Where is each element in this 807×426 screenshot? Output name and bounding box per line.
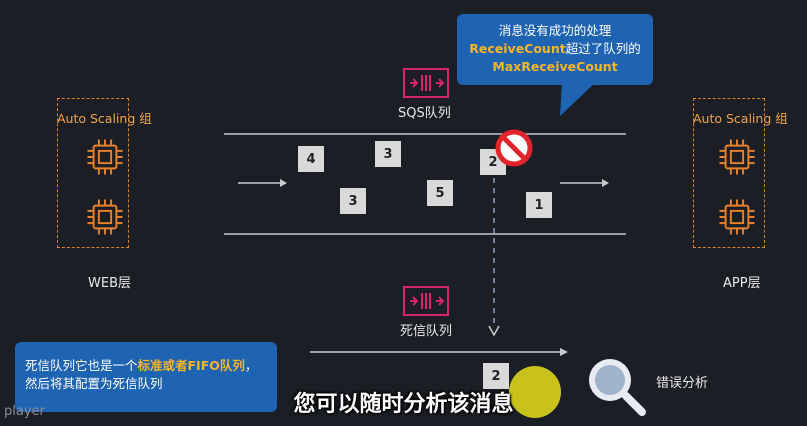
input-arrow-icon xyxy=(238,179,287,187)
queue-lane-top-line xyxy=(224,133,626,135)
sqs-queue-label: SQS队列 xyxy=(398,106,451,121)
top-callout-tail xyxy=(560,82,596,116)
dlq-message-2: 2 xyxy=(483,363,509,389)
video-subtitle: 您可以随时分析该消息 xyxy=(293,392,514,417)
app-chip-icon-2 xyxy=(719,199,755,235)
no-entry-icon xyxy=(495,129,533,167)
dlq-label: 死信队列 xyxy=(400,324,453,339)
top-callout-receivecount: ReceiveCount xyxy=(469,41,566,56)
message-3-bottom: 3 xyxy=(340,188,366,214)
app-chip-icon-1 xyxy=(719,139,755,175)
web-asg-label: Auto Scaling 组 xyxy=(57,111,152,126)
error-analysis-label: 错误分析 xyxy=(656,376,709,391)
bottom-callout-highlight: 标准或者FIFO队列 xyxy=(137,358,245,373)
message-5: 5 xyxy=(427,180,453,206)
app-asg-label: Auto Scaling 组 xyxy=(693,111,788,126)
bottom-callout-part3: ，然后将其配置为死信队列 xyxy=(25,358,258,391)
dlq-icon xyxy=(403,286,449,316)
message-1: 1 xyxy=(526,192,552,218)
top-callout-maxreceivecount: MaxReceiveCount xyxy=(492,59,618,74)
top-callout-bubble: 消息没有成功的处理 ReceiveCount超过了队列的 MaxReceiveC… xyxy=(457,14,653,85)
bottom-callout-part1: 死信队列它也是一个 xyxy=(25,358,138,373)
app-asg-box xyxy=(693,98,765,248)
web-chip-icon-2 xyxy=(87,199,123,235)
yellow-circle xyxy=(509,366,561,418)
top-callout-line1: 消息没有成功的处理 xyxy=(498,23,612,38)
app-tier-label: APP层 xyxy=(723,276,761,291)
output-arrow-icon xyxy=(560,179,609,187)
web-chip-icon-1 xyxy=(87,139,123,175)
web-tier-label: WEB层 xyxy=(88,276,131,291)
dlq-dashed-arrow xyxy=(488,178,500,337)
dlq-lane-arrow xyxy=(310,348,568,356)
bottom-callout-bubble: 死信队列它也是一个标准或者FIFO队列，然后将其配置为死信队列 xyxy=(15,342,277,412)
message-4: 4 xyxy=(298,146,324,172)
sqs-queue-icon xyxy=(403,68,449,98)
player-watermark: player xyxy=(4,404,45,419)
magnifier-icon xyxy=(589,359,646,416)
queue-lane-bottom-line xyxy=(224,233,626,235)
message-3-top: 3 xyxy=(375,141,401,167)
web-asg-box xyxy=(57,98,129,248)
top-callout-line2-rest: 超过了队列的 xyxy=(565,41,641,56)
